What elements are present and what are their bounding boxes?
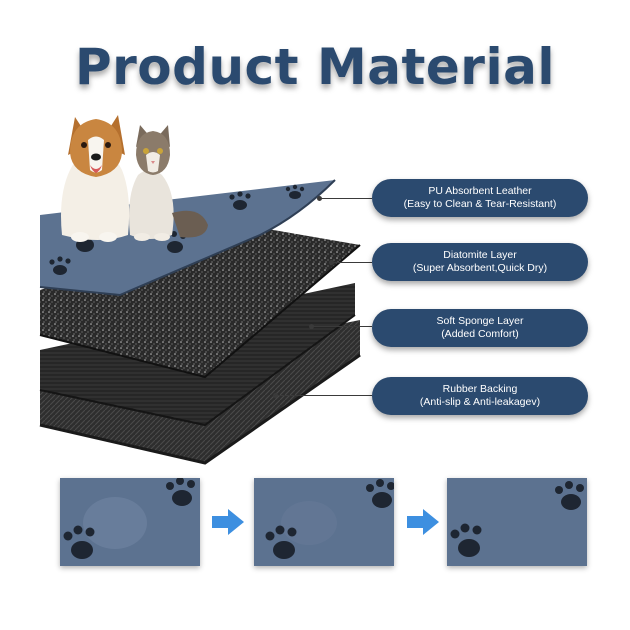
label-sponge: Soft Sponge Layer (Added Comfort) xyxy=(372,309,588,347)
label-line2: (Added Comfort) xyxy=(441,328,519,340)
page-title: Product Material xyxy=(75,38,555,96)
absorb-step-2-panel xyxy=(254,478,394,566)
paw-print-icon xyxy=(450,481,584,557)
leader-line-sponge xyxy=(309,324,372,329)
paw-print-icon xyxy=(265,479,394,559)
label-pu-leather: PU Absorbent Leather (Easy to Clean & Te… xyxy=(372,179,588,217)
label-rubber: Rubber Backing (Anti-slip & Anti-leakage… xyxy=(372,377,588,415)
label-line1: Diatomite Layer xyxy=(443,249,517,261)
absorb-step-1-panel xyxy=(60,478,200,566)
mat-layers-illustration xyxy=(39,115,361,465)
paw-print-icon xyxy=(63,478,195,559)
arrow-right-icon xyxy=(212,509,244,535)
label-line1: Soft Sponge Layer xyxy=(436,315,524,327)
label-diatomite: Diatomite Layer (Super Absorbent,Quick D… xyxy=(372,243,588,281)
label-line2: (Easy to Clean & Tear-Resistant) xyxy=(403,198,557,210)
leader-line-diatomite xyxy=(329,260,372,265)
label-line1: Rubber Backing xyxy=(442,383,518,395)
label-line2: (Anti-slip & Anti-leakagev) xyxy=(419,396,541,408)
label-line1: PU Absorbent Leather xyxy=(428,185,532,197)
leader-line-pu xyxy=(317,196,372,201)
diatomite-layer xyxy=(39,225,361,379)
arrow-right-icon xyxy=(407,509,439,535)
leader-line-rubber xyxy=(273,393,372,398)
dog-illustration xyxy=(61,115,130,242)
cat-illustration xyxy=(129,125,208,241)
label-line2: (Super Absorbent,Quick Dry) xyxy=(412,262,548,274)
absorb-step-3-panel xyxy=(447,478,587,566)
